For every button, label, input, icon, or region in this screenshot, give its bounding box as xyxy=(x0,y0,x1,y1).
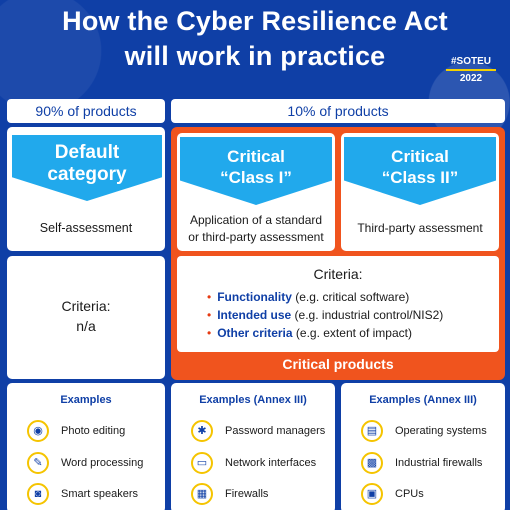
list-item: ▣CPUs xyxy=(361,483,424,505)
title-line-2: will work in practice xyxy=(124,41,386,71)
list-item: ◙Smart speakers xyxy=(27,483,138,505)
examples-class2-card: Examples (Annex III) ▤Operating systems … xyxy=(341,383,505,510)
class1-assessment-line-2: or third-party assessment xyxy=(188,230,324,244)
default-criteria-value: n/a xyxy=(76,318,96,334)
examples-title: Examples xyxy=(60,394,112,406)
class1-assessment-line-1: Application of a standard xyxy=(189,213,323,227)
examples-class1-card: Examples (Annex III) ✱Password managers … xyxy=(171,383,335,510)
default-criteria-label: Criteria: xyxy=(61,298,111,314)
list-item: ◉Photo editing xyxy=(27,420,125,442)
list-item: ▦Firewalls xyxy=(191,483,268,505)
class2-assessment: Third-party assessment xyxy=(357,221,483,235)
critical-products-label: Critical products xyxy=(282,356,394,372)
split-right-pill: 10% of products xyxy=(171,99,505,123)
examples-title: Examples (Annex III) xyxy=(369,394,477,406)
monitor-icon: ▭ xyxy=(191,452,213,474)
industrial-firewall-icon: ▩ xyxy=(361,452,383,474)
examples-title: Examples (Annex III) xyxy=(199,394,307,406)
list-item: ▤Operating systems xyxy=(361,420,487,442)
criteria-item: •Intended use (e.g. industrial control/N… xyxy=(207,308,444,322)
criteria-item: •Other criteria (e.g. extent of impact) xyxy=(207,326,412,340)
examples-default-card: Examples ◉Photo editing ✎Word processing… xyxy=(7,383,165,510)
soteu-tag: #SOTEU xyxy=(450,56,491,67)
default-title-line-2: category xyxy=(47,164,127,185)
password-icon: ✱ xyxy=(191,420,213,442)
bullet-icon: • xyxy=(207,326,212,340)
camera-icon: ◉ xyxy=(27,420,49,442)
default-title-line-1: Default xyxy=(54,142,120,163)
soteu-year: 2022 xyxy=(459,73,483,84)
class1-assessment: Application of a standard or third-party… xyxy=(177,212,335,246)
critical-criteria-box: Criteria: •Functionality (e.g. critical … xyxy=(177,256,499,352)
soteu-badge: #SOTEU 2022 xyxy=(446,56,496,84)
class2-title-line-2: “Class II” xyxy=(381,168,459,187)
criteria-item: •Functionality (e.g. critical software) xyxy=(207,290,410,304)
critical-criteria-title: Criteria: xyxy=(313,266,363,282)
page-title: How the Cyber Resilience Act will work i… xyxy=(0,4,510,74)
list-item: ✎Word processing xyxy=(27,452,143,474)
speaker-icon: ◙ xyxy=(27,483,49,505)
split-right-label: 10% of products xyxy=(287,103,389,119)
critical-criteria-list: •Functionality (e.g. critical software) … xyxy=(207,288,443,342)
bullet-icon: • xyxy=(207,290,212,304)
cpu-icon: ▣ xyxy=(361,483,383,505)
soteu-divider xyxy=(446,69,496,71)
split-left-label: 90% of products xyxy=(35,103,137,119)
list-item: ▭Network interfaces xyxy=(191,452,316,474)
firewall-icon: ▦ xyxy=(191,483,213,505)
default-criteria-card: Criteria: n/a xyxy=(7,256,165,379)
class1-title-line-1: Critical xyxy=(227,147,285,166)
default-assessment: Self-assessment xyxy=(39,221,133,235)
class2-title-line-1: Critical xyxy=(391,147,449,166)
list-item: ✱Password managers xyxy=(191,420,325,442)
os-icon: ▤ xyxy=(361,420,383,442)
bullet-icon: • xyxy=(207,308,212,322)
split-left-pill: 90% of products xyxy=(7,99,165,123)
document-icon: ✎ xyxy=(27,452,49,474)
class1-title-line-2: “Class I” xyxy=(220,168,292,187)
title-line-1: How the Cyber Resilience Act xyxy=(62,6,448,36)
list-item: ▩Industrial firewalls xyxy=(361,452,482,474)
